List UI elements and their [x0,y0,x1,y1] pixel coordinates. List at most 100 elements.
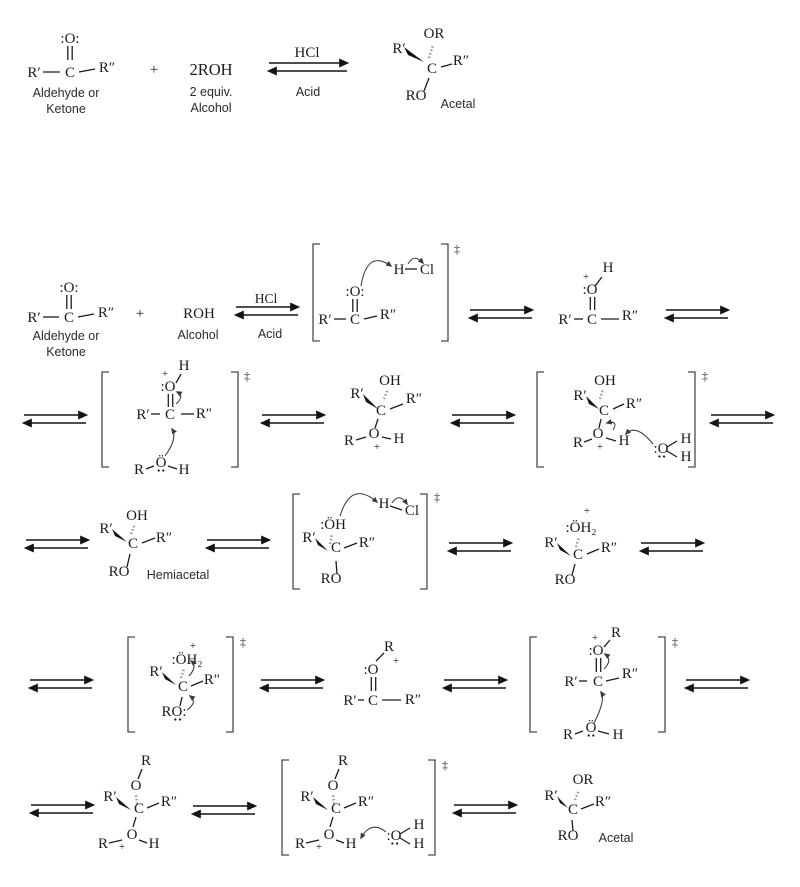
acid-label: Acid [258,327,282,341]
bracket [658,636,666,733]
oxonium-intermediate-1: OH R′ C R″ O + R H [344,373,422,453]
r-group: R [611,625,621,641]
electron-flow-arrow [407,257,425,265]
hydrogen: H [619,433,630,449]
equilibrium-arrow [449,543,511,551]
caption-aldehyde: Aldehyde or [33,86,100,100]
double-dagger: ‡ [454,242,460,256]
electron-flow-arrow [593,690,606,724]
bracket [312,243,320,342]
water-oxygen: :O [654,441,669,457]
equilibrium-arrow [236,307,298,315]
bracket [127,636,135,733]
alcohol-reactant: 2ROH 2 equiv. Alcohol [189,60,232,115]
r-prime: R′ [99,521,112,537]
hcl-equilibrium: HCl Acid [236,291,298,341]
oxygen-dots: Ö [586,719,597,736]
carbon: C [331,540,341,556]
bracket [281,759,289,856]
hcl-label: HCl [294,45,319,61]
oxygen-lone-pairs: :O: [345,284,364,300]
caption-ketone: Ketone [46,345,86,359]
equilibrium-arrow [686,680,748,688]
oxygen: O [328,778,339,794]
double-dagger: ‡ [244,369,250,383]
equilibrium-arrow [452,415,514,423]
plus-charge: + [597,441,603,453]
carbonyl-reactant: :O: R′ C R″ Aldehyde or Ketone [27,280,114,359]
equilibrium-arrow [31,805,93,813]
r-group: R [563,727,573,743]
r-group: R [295,836,305,852]
oh2-lone-pair: :ÖH₂ [171,651,202,668]
acetal-product: OR R′ C R″ RO Acetal [392,26,475,111]
r-group: R [338,753,348,769]
equilibrium-arrow [666,310,728,318]
ro-group: RO [558,828,579,844]
carbon: C [128,536,138,552]
plus-charge: + [316,841,322,853]
transition-state-3: ‡ OH R′ C R″ O + R H :O H H [536,369,708,468]
bracket [101,371,109,468]
r-prime: R′ [392,41,405,57]
r-double-prime: R″ [380,307,396,323]
r-prime: R′ [350,386,363,402]
equilibrium-arrow [26,540,88,548]
caption-alcohol: Alcohol [178,328,219,342]
carbon: C [568,802,578,818]
transition-state-2: ‡ H + :O R′ C R″ R Ö H [101,358,250,478]
carbon: C [368,693,378,709]
equilibrium-arrow [24,415,86,423]
caption-aldehyde: Aldehyde or [33,329,100,343]
r-double-prime: R″ [626,396,642,412]
equilibrium-arrow [262,415,324,423]
equilibrium-arrow [711,415,773,423]
oxygen: O [324,827,335,843]
carbon: C [178,679,188,695]
acetal-product-final: OR R′ C R″ RO Acetal [544,772,633,845]
bracket [231,371,239,468]
plus-charge: + [119,841,125,853]
roh: ROH [183,306,215,322]
transition-state-6: ‡ + R :O R′ C R″ R Ö H [529,625,678,743]
electron-flow-arrow [603,653,611,670]
bracket [292,493,300,590]
carbon: C [593,674,603,690]
r-double-prime: R″ [156,530,172,546]
r-prime: R′ [302,530,315,546]
oh-lone-pair: :ÖH [320,516,346,533]
double-dagger: ‡ [702,369,708,383]
r-prime: R′ [573,388,586,404]
caption-hemiacetal: Hemiacetal [147,568,210,582]
oxygen-lone-pair: :O [583,282,598,298]
r-double-prime: R″ [622,666,638,682]
oxygen-lone-pair: :O [364,662,379,678]
equilibrium-arrow [207,540,269,548]
transition-state-5: ‡ + :ÖH₂ R′ C R″ RO: [127,635,246,733]
electron-flow-arrow [175,391,183,405]
r-group: R [384,639,394,655]
r-group: R [134,462,144,478]
hydrogen: H [394,262,405,278]
oh-group: OH [126,508,148,524]
equilibrium-arrow [193,806,255,814]
equilibrium-arrow [261,680,323,688]
overall-reaction: :O: R′ C R″ Aldehyde or Ketone + 2ROH 2 … [27,26,475,116]
electron-flow-arrow [339,493,379,517]
oxonium-intermediate-3: R O R′ C R″ O R + H [98,753,177,853]
electron-flow-arrow [391,497,408,506]
mechanism-row-1: :O: R′ C R″ Aldehyde or Ketone + ROH Alc… [27,242,728,359]
carbon: C [134,801,144,817]
plus-charge: + [584,505,590,517]
r-double-prime: R″ [622,308,638,324]
hydrogen: H [681,431,692,447]
r-double-prime: R″ [196,406,212,422]
oh2-lone-pair: :ÖH₂ [565,519,596,536]
bracket [226,636,234,733]
ro-group: RO [555,572,576,588]
hemiacetal-intermediate: OH R′ C R″ RO Hemiacetal [99,508,209,582]
r-double-prime: R″ [406,391,422,407]
hydrogen: H [414,817,425,833]
